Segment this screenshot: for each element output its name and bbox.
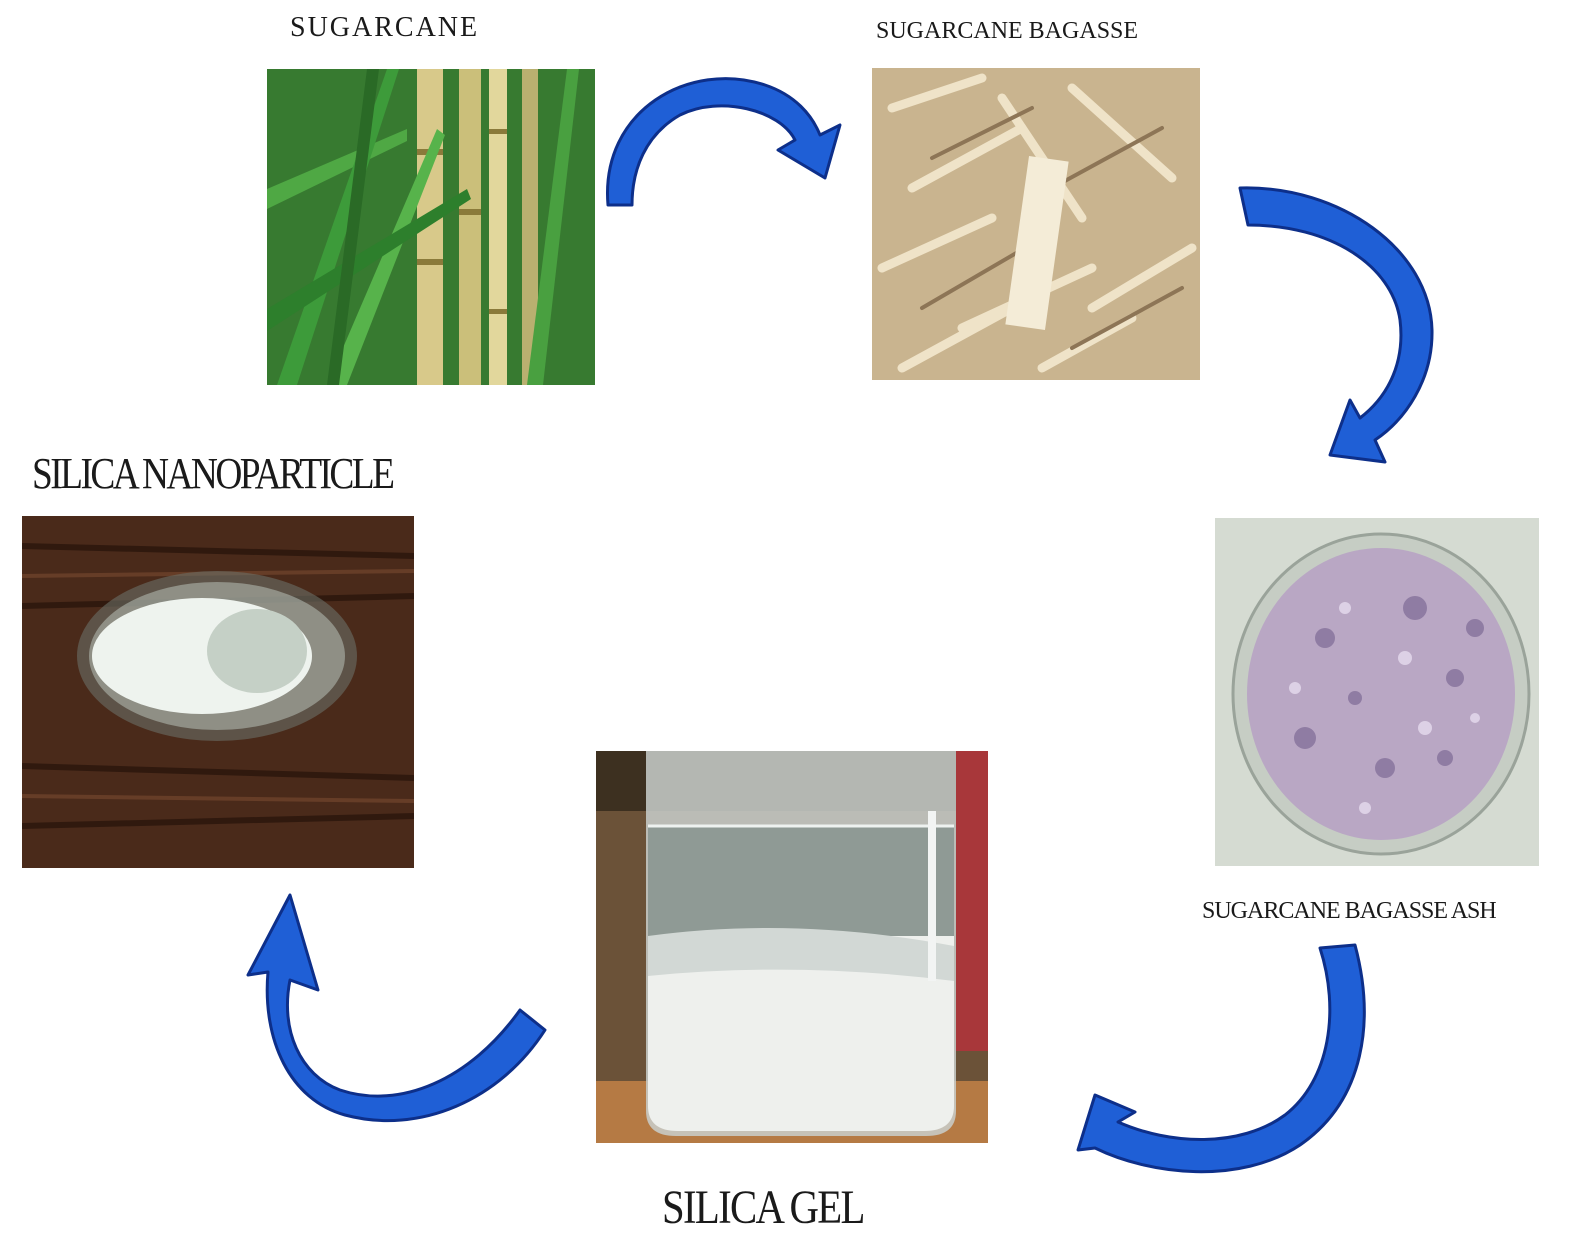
label-sugarcane-bagasse-ash: SUGARCANE BAGASSE ASH [1202, 898, 1497, 924]
arrow-bagasse-to-ash [1238, 186, 1434, 464]
arrow-gel-to-nanoparticle [246, 893, 547, 1123]
silica-nanoparticle-photo [22, 516, 414, 868]
sugarcane-bagasse-ash-photo [1215, 518, 1539, 866]
sugarcane-bagasse-photo [872, 68, 1200, 380]
label-sugarcane-bagasse: SUGARCANE BAGASSE [876, 18, 1139, 44]
sugarcane-photo [267, 69, 595, 385]
arrow-ash-to-gel [1076, 943, 1366, 1174]
silica-gel-photo [596, 751, 988, 1143]
label-silica-gel: SILICA GEL [662, 1181, 865, 1234]
label-sugarcane: SUGARCANE [290, 12, 480, 43]
label-silica-nanoparticle: SILICA NANOPARTICLE [32, 449, 395, 498]
arrow-sugarcane-to-bagasse [606, 77, 842, 207]
